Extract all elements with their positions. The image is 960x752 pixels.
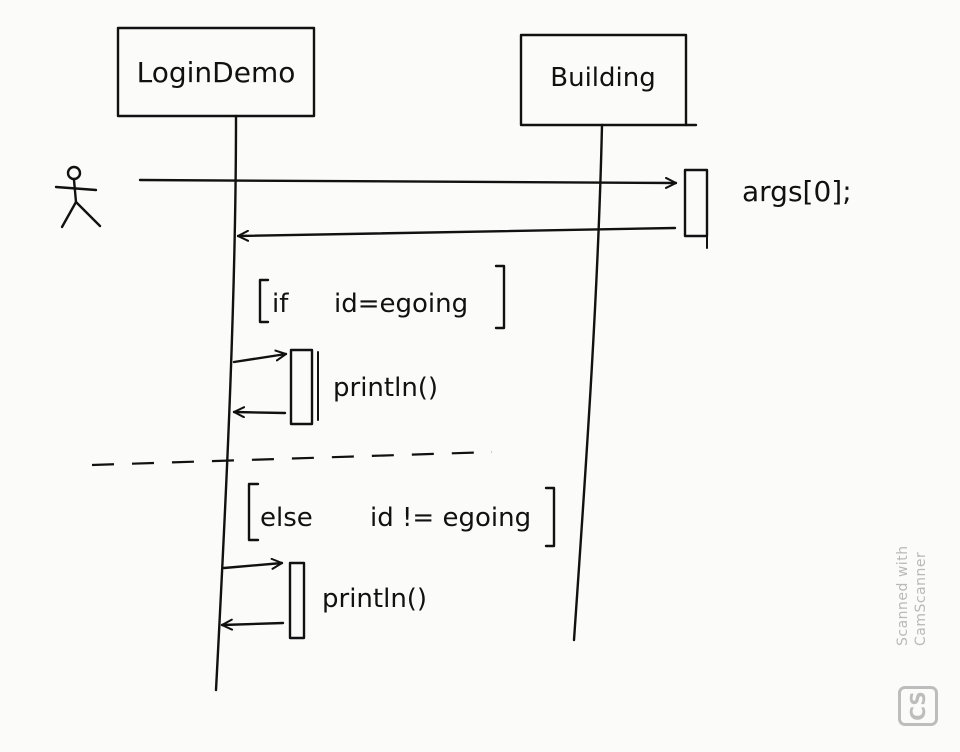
guard-else-keyword: else (260, 503, 313, 533)
actor-icon (54, 165, 102, 229)
message-label-args: args[0]; (742, 175, 852, 208)
guard-else: else id != egoing (247, 482, 556, 548)
watermark-line-1: Scanned with (895, 545, 911, 646)
lifeline-logindemo (214, 114, 238, 692)
activation-logindemo-2 (288, 561, 306, 640)
self-call-2-return-arrow (220, 618, 285, 631)
guard-if: if id=egoing (258, 264, 506, 330)
participant-logindemo-box (116, 26, 316, 118)
participant-building: Building (519, 33, 698, 127)
participant-building-label: Building (550, 63, 655, 93)
watermark-text: Scanned with CamScanner (894, 456, 930, 646)
activation-building (683, 168, 709, 249)
guard-if-keyword: if (272, 289, 289, 319)
participant-logindemo: LoginDemo (116, 26, 316, 118)
activation-logindemo-1 (289, 348, 314, 426)
guard-else-condition: id != egoing (370, 503, 531, 533)
participant-logindemo-label: LoginDemo (137, 56, 296, 89)
self-call-1-arrow (232, 349, 288, 364)
self-call-1-return-arrow (232, 406, 287, 419)
watermark-line-2: CamScanner (913, 551, 929, 646)
guard-if-condition: id=egoing (334, 289, 468, 319)
self-call-1: println() (232, 348, 438, 426)
message-arrow-actor-to-building (138, 176, 678, 189)
return-arrow-building-to-logindemo (236, 226, 677, 242)
camscanner-logo-icon: CS (898, 686, 938, 726)
self-call-1-label: println() (333, 373, 438, 403)
alt-divider (91, 450, 493, 467)
self-call-2-label: println() (322, 584, 427, 614)
lifeline-building (572, 123, 604, 642)
scanner-watermark: Scanned with CamScanner CS (894, 516, 942, 726)
self-call-2: println() (220, 557, 427, 640)
participant-building-box (519, 33, 688, 127)
self-call-2-arrow (222, 557, 284, 570)
